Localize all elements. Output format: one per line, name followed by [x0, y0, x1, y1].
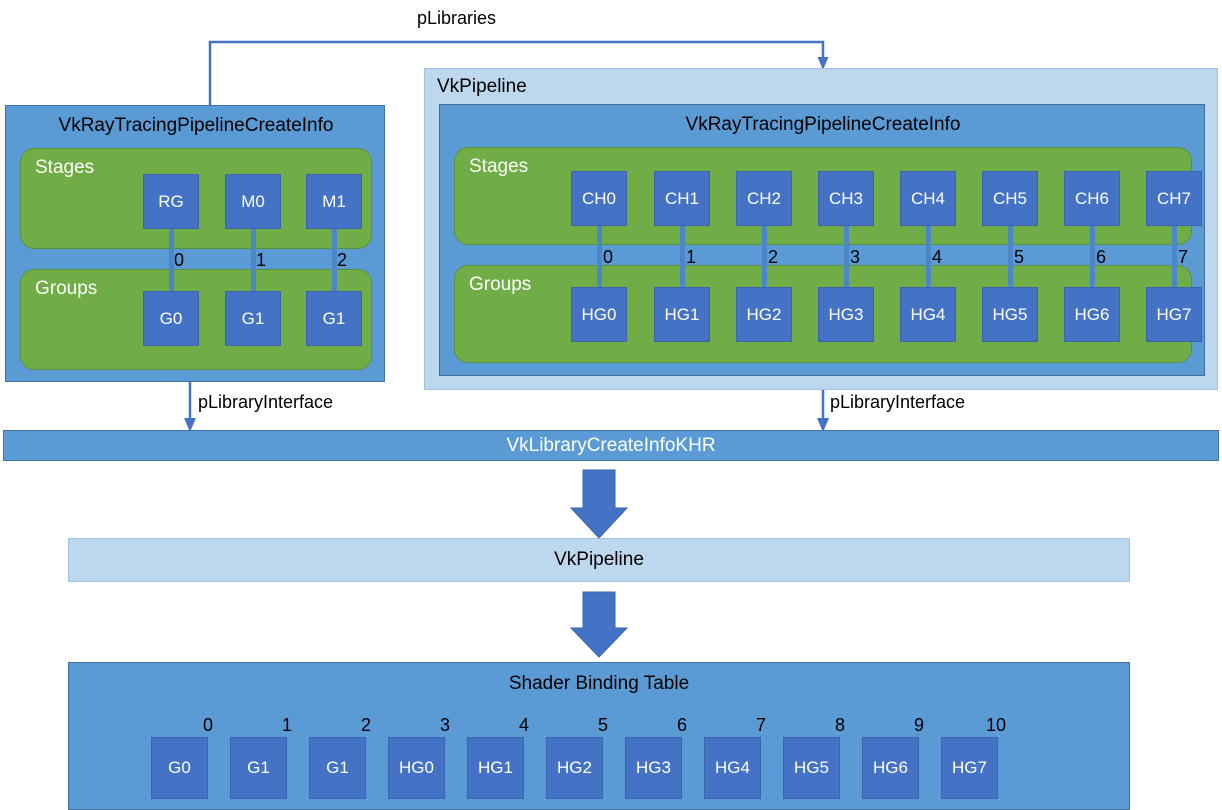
right-connector-1	[680, 223, 685, 290]
sbt-index-3: 3	[440, 715, 451, 735]
right-group-box-7[interactable]: HG7	[1146, 287, 1202, 342]
sbt-entry-5[interactable]: HG2	[546, 737, 603, 799]
right-vkpipeline-outer: VkPipeline VkRayTracingPipelineCreateInf…	[424, 68, 1218, 390]
block-arrow-library-to-pipeline	[569, 469, 629, 539]
right-index-2: 2	[768, 247, 779, 267]
right-group-box-2[interactable]: HG2	[736, 287, 792, 342]
left-index-0: 0	[174, 250, 185, 270]
right-connector-2	[762, 223, 767, 290]
right-connector-4	[926, 223, 931, 290]
sbt-index-6: 6	[677, 715, 688, 735]
left-connector-1	[251, 226, 256, 294]
right-groups-label: Groups	[469, 274, 532, 295]
right-index-5: 5	[1014, 247, 1025, 267]
left-connector-2	[332, 226, 337, 294]
sbt-entry-10[interactable]: HG7	[941, 737, 998, 799]
sbt-index-1: 1	[282, 715, 293, 735]
right-index-6: 6	[1096, 247, 1107, 267]
right-stage-box-4[interactable]: CH4	[900, 171, 956, 226]
sbt-index-0: 0	[203, 715, 214, 735]
left-connector-0	[169, 226, 174, 294]
p-libraries-label: pLibraries	[417, 8, 497, 28]
sbt-index-10: 10	[986, 715, 1007, 735]
sbt-entry-1[interactable]: G1	[230, 737, 287, 799]
right-connector-0	[597, 223, 602, 290]
left-stage-box-1[interactable]: M0	[225, 174, 281, 229]
right-group-box-5[interactable]: HG5	[982, 287, 1038, 342]
right-stages-label: Stages	[469, 156, 529, 177]
right-stage-box-6[interactable]: CH6	[1064, 171, 1120, 226]
right-stage-box-0[interactable]: CH0	[571, 171, 627, 226]
result-pipeline-label: VkPipeline	[554, 549, 644, 570]
right-connector-7	[1172, 223, 1177, 290]
right-index-0: 0	[603, 247, 614, 267]
sbt-index-4: 4	[519, 715, 530, 735]
left-index-1: 1	[256, 250, 267, 270]
sbt-index-7: 7	[756, 715, 767, 735]
result-pipeline-bar[interactable]: VkPipeline	[68, 538, 1130, 582]
left-index-2: 2	[337, 250, 348, 270]
p-library-interface-right-label: pLibraryInterface	[830, 392, 966, 412]
right-group-box-4[interactable]: HG4	[900, 287, 956, 342]
left-group-box-0[interactable]: G0	[143, 291, 199, 346]
sbt-entry-7[interactable]: HG4	[704, 737, 761, 799]
right-index-7: 7	[1178, 247, 1189, 267]
sbt-index-5: 5	[598, 715, 609, 735]
sbt-entry-6[interactable]: HG3	[625, 737, 682, 799]
right-stage-box-2[interactable]: CH2	[736, 171, 792, 226]
left-group-box-2[interactable]: G1	[306, 291, 362, 346]
right-group-box-3[interactable]: HG3	[818, 287, 874, 342]
left-stage-box-0[interactable]: RG	[143, 174, 199, 229]
library-create-info-label: VkLibraryCreateInfoKHR	[506, 434, 716, 456]
left-group-box-1[interactable]: G1	[225, 291, 281, 346]
p-library-interface-left-connector	[184, 381, 196, 432]
right-stage-box-5[interactable]: CH5	[982, 171, 1038, 226]
sbt-entry-4[interactable]: HG1	[467, 737, 524, 799]
sbt-entry-9[interactable]: HG6	[862, 737, 919, 799]
right-connector-6	[1090, 223, 1095, 290]
sbt-entry-8[interactable]: HG5	[783, 737, 840, 799]
p-library-interface-left-label: pLibraryInterface	[198, 392, 334, 412]
sbt-entry-0[interactable]: G0	[151, 737, 208, 799]
right-create-info-panel: VkRayTracingPipelineCreateInfo Stages Gr…	[439, 104, 1205, 376]
right-group-box-0[interactable]: HG0	[571, 287, 627, 342]
right-connector-3	[844, 223, 849, 290]
shader-binding-table-title: Shader Binding Table	[508, 673, 690, 694]
left-stage-box-2[interactable]: M1	[306, 174, 362, 229]
right-index-1: 1	[686, 247, 697, 267]
block-arrow-pipeline-to-sbt	[569, 591, 629, 658]
right-group-box-1[interactable]: HG1	[654, 287, 710, 342]
left-groups-label: Groups	[35, 278, 98, 299]
right-stage-box-3[interactable]: CH3	[818, 171, 874, 226]
left-create-info-panel: VkRayTracingPipelineCreateInfo Stages Gr…	[5, 105, 385, 382]
sbt-index-8: 8	[835, 715, 846, 735]
right-group-box-6[interactable]: HG6	[1064, 287, 1120, 342]
right-index-3: 3	[850, 247, 861, 267]
sbt-entry-3[interactable]: HG0	[388, 737, 445, 799]
left-stages-label: Stages	[35, 157, 95, 178]
sbt-entry-2[interactable]: G1	[309, 737, 366, 799]
p-library-interface-right-connector	[817, 390, 829, 432]
sbt-index-2: 2	[361, 715, 372, 735]
left-create-info-title: VkRayTracingPipelineCreateInfo	[58, 115, 334, 136]
right-connector-5	[1008, 223, 1013, 290]
right-create-info-title: VkRayTracingPipelineCreateInfo	[685, 114, 961, 135]
right-vkpipeline-title: VkPipeline	[437, 76, 527, 97]
right-stage-box-7[interactable]: CH7	[1146, 171, 1202, 226]
library-create-info-bar[interactable]: VkLibraryCreateInfoKHR	[3, 430, 1219, 461]
shader-binding-table-panel: Shader Binding Table 0 G0 1 G1 2 G1 3 HG…	[68, 662, 1130, 810]
right-index-4: 4	[932, 247, 943, 267]
right-stage-box-1[interactable]: CH1	[654, 171, 710, 226]
sbt-index-9: 9	[914, 715, 925, 735]
